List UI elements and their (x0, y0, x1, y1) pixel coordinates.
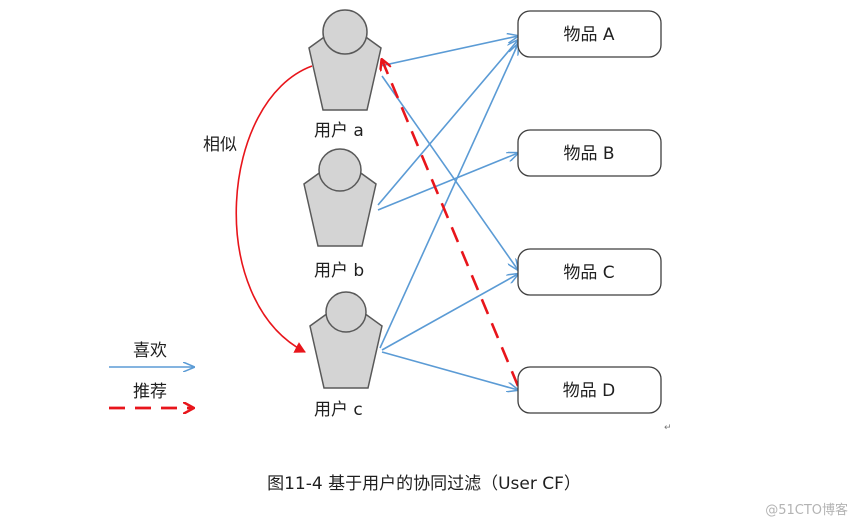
recommend-edge-D-a (382, 60, 520, 387)
similar-curve (235, 65, 313, 353)
user-node-b: 用户 b (303, 148, 377, 281)
item-box (517, 248, 662, 296)
user-label: 用户 c (314, 400, 363, 420)
item-label: 物品 D (563, 381, 616, 401)
like-edge-c-A (379, 44, 518, 349)
similar-label: 相似 (203, 135, 237, 155)
user-head-icon (322, 9, 368, 55)
item-box (517, 366, 662, 414)
user-label: 用户 b (314, 261, 364, 281)
user-head-icon (318, 148, 362, 192)
legend: 喜欢 推荐 (109, 341, 194, 408)
item-node-d: 物品 D (517, 366, 662, 414)
user-head-icon (325, 291, 367, 333)
paragraph-mark-icon: ↵ (664, 423, 672, 433)
user-node-c: 用户 c (309, 291, 383, 420)
legend-likes-label: 喜欢 (133, 341, 167, 361)
like-edge-c-C (381, 274, 518, 351)
legend-recommend-label: 推荐 (133, 382, 167, 402)
item-node-b: 物品 B (517, 129, 662, 177)
like-edge-c-D (381, 351, 518, 390)
item-box (517, 129, 662, 177)
user-node-a: 用户 a (308, 9, 382, 141)
figure-caption: 图11-4 基于用户的协同过滤（User CF） (267, 474, 581, 494)
item-label: 物品 A (563, 25, 614, 45)
like-edge-a-C (381, 75, 518, 270)
item-node-a: 物品 A (517, 10, 662, 58)
watermark: @51CTO博客 (765, 502, 848, 518)
item-node-c: 物品 C (517, 248, 662, 296)
like-edge-b-B (377, 153, 518, 211)
user-label: 用户 a (314, 121, 364, 141)
like-edges (377, 36, 518, 390)
like-edge-a-A (379, 36, 518, 67)
item-box (517, 10, 662, 58)
like-edge-b-A (377, 40, 518, 206)
item-label: 物品 C (563, 263, 614, 283)
item-label: 物品 B (563, 144, 614, 164)
